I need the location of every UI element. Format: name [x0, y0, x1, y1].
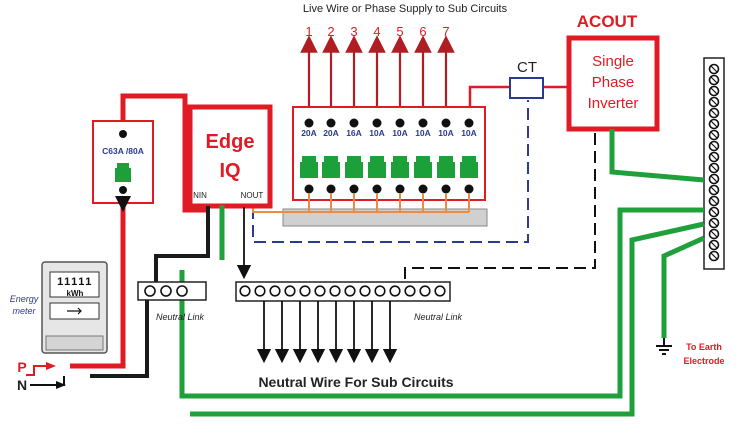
meter-digits: 11111	[57, 276, 93, 288]
main-breaker-switch	[115, 163, 131, 182]
ct-label: CT	[517, 59, 537, 76]
ct-loop-dashed	[252, 100, 529, 243]
input-n-label: N	[17, 377, 27, 393]
input-p-arrow	[46, 362, 56, 370]
meter-direction-icon	[67, 307, 82, 315]
circuit-numbers: 1 2 3 4 5 6 7	[305, 24, 449, 39]
busbar-feeds	[252, 193, 470, 213]
circuit-number: 1	[305, 24, 312, 39]
neutral-link-left-terminals	[144, 285, 188, 297]
input-p-label: P	[17, 359, 26, 375]
neutral-link-right-label: Neutral Link	[414, 312, 463, 322]
circuit-number: 3	[350, 24, 357, 39]
inverter-line1: Single	[592, 53, 634, 70]
inverter-box	[566, 35, 660, 132]
earth-label-line1: To Earth	[686, 342, 722, 352]
breaker-rating: 10A	[369, 128, 385, 138]
input-p-wire	[26, 365, 52, 376]
meter-display	[49, 271, 100, 298]
edge-iq-title-line1: Edge	[206, 131, 255, 153]
breaker-terminals-top	[304, 118, 474, 128]
circuit-arrows	[300, 35, 455, 117]
busbar	[282, 208, 488, 227]
breaker-ratings: 20A 20A 16A 10A 10A 10A 10A 10A	[301, 128, 477, 138]
circuit-number: 7	[442, 24, 449, 39]
ct-sensor	[509, 77, 544, 99]
main-breaker-rating: C63A /80A	[102, 146, 144, 156]
circuit-number: 6	[419, 24, 426, 39]
input-n-arrow	[56, 381, 66, 389]
neutral-link-right	[235, 281, 451, 302]
circuit-number: 5	[396, 24, 403, 39]
earth-terminal-slashes	[710, 65, 718, 260]
distribution-board	[292, 106, 486, 201]
inverter-line3: Inverter	[588, 95, 639, 112]
earth-wires	[179, 129, 706, 417]
circuit-number: 2	[327, 24, 334, 39]
breaker-rating: 20A	[301, 128, 317, 138]
breaker-rating: 20A	[323, 128, 339, 138]
breaker-terminals-bottom	[304, 184, 474, 194]
neutral-sub-arrows	[256, 301, 398, 364]
neutral-link-left	[137, 281, 207, 301]
sense-line-dashed	[404, 130, 596, 279]
edge-iq-title-line2: IQ	[219, 160, 240, 182]
breaker-rating: 10A	[438, 128, 454, 138]
earth-ground-symbol	[656, 345, 672, 355]
meter-label-line2: meter	[12, 306, 36, 316]
header-title: Live Wire or Phase Supply to Sub Circuit…	[303, 3, 508, 15]
edge-iq-nout-label: NOUT	[241, 191, 264, 200]
inverter-line2: Phase	[592, 74, 635, 91]
neutral-wires	[90, 206, 210, 378]
breaker-rating: 10A	[392, 128, 408, 138]
breaker-rating: 10A	[415, 128, 431, 138]
inverter-acout: ACOUT	[577, 12, 638, 31]
circuit-number: 4	[373, 24, 380, 39]
main-breaker-terminal-bottom	[119, 186, 127, 194]
edge-iq-nin-label: NIN	[193, 191, 207, 200]
breaker-switches	[300, 156, 478, 178]
meter-screw-panel	[45, 335, 104, 351]
earth-label-line2: Electrode	[683, 356, 724, 366]
main-breaker-terminal-top	[119, 130, 127, 138]
meter-label-line1: Energy	[10, 294, 39, 304]
neutral-caption: Neutral Wire For Sub Circuits	[258, 374, 453, 390]
neutral-link-right-terminals	[239, 285, 446, 297]
neutral-link-left-label: Neutral Link	[156, 312, 205, 322]
edge-iq-box	[187, 104, 273, 209]
meter-unit: kWh	[67, 289, 84, 298]
live-wires	[70, 93, 208, 369]
breaker-rating: 16A	[346, 128, 362, 138]
breaker-rating: 10A	[461, 128, 477, 138]
